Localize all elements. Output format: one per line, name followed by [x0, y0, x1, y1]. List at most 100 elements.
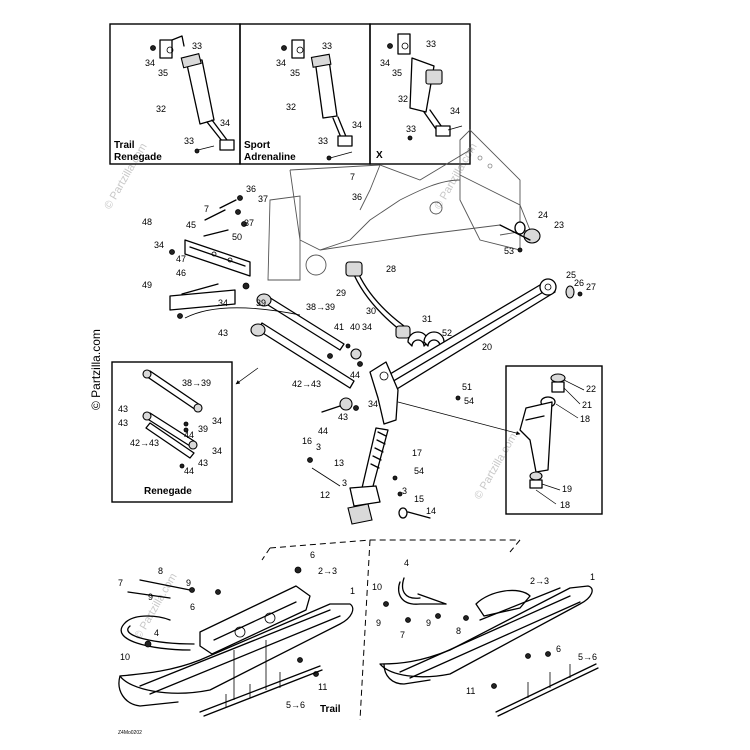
alt-ski-label-6: 2→3: [530, 576, 549, 586]
callout-36: 25: [566, 270, 576, 280]
renegade-label-39: 39: [198, 424, 208, 434]
callout-43: 54: [414, 466, 424, 476]
alt-ski: [379, 577, 599, 717]
trail-ski-label-7: 1: [350, 586, 355, 596]
drawing-code: Z4Mo0202: [118, 730, 142, 736]
renegade-label-38-39: 38→39: [182, 378, 211, 388]
inset2-label-32: 32: [286, 102, 296, 112]
callout-7: 45: [186, 220, 196, 230]
inset3-label-35: 35: [392, 68, 402, 78]
watermark-faint: © Partzilla.com © Partzilla.com © Partzi…: [102, 141, 519, 641]
callout-41: 13: [334, 458, 344, 468]
callout-42: 17: [412, 448, 422, 458]
renegade-label-34b: 34: [212, 446, 222, 456]
inset1-label-34b: 34: [220, 118, 230, 128]
inset1-label-35: 35: [158, 68, 168, 78]
callout-32: 43: [338, 412, 348, 422]
callout-1: 36: [352, 192, 362, 202]
trail-ski-label-11: 5→6: [286, 700, 305, 710]
detail-label-22: 22: [586, 384, 596, 394]
callout-4: 7: [204, 204, 209, 214]
trail-ski-label-2: 7: [118, 578, 123, 588]
callout-45: 3: [402, 486, 407, 496]
inset1-label-33b: 33: [184, 136, 194, 146]
callout-30: 34: [368, 399, 378, 409]
renegade-label-44a: 44: [184, 430, 194, 440]
inset2-caption-line2: Adrenaline: [244, 152, 296, 163]
alt-ski-label-2: 4: [404, 558, 409, 568]
inset1-label-33a: 33: [192, 41, 202, 51]
alt-ski-label-8: 6: [556, 644, 561, 654]
trail-ski-label-1: 9: [186, 578, 191, 588]
trail-ski-label-8: 10: [120, 652, 130, 662]
callout-13: 39: [256, 298, 266, 308]
alt-ski-label-9: 5→6: [578, 652, 597, 662]
callout-48: 3: [342, 478, 347, 488]
alt-ski-label-7: 1: [590, 572, 595, 582]
trail-ski-label-4: 6: [190, 602, 195, 612]
inset2-label-33a: 33: [322, 41, 332, 51]
renegade-link-box: 38→39 43 34 39 43 44 42→43 34 43 44 Rene…: [111, 361, 233, 503]
trail-ski-label-0: 8: [158, 566, 163, 576]
detail-label-18a: 18: [580, 414, 590, 424]
callout-21: 40: [350, 322, 360, 332]
trail-ski-label-3: 9: [148, 592, 153, 602]
upper-arm-assembly: [169, 195, 445, 413]
inset2-label-34b: 34: [352, 120, 362, 130]
callout-33: 24: [538, 210, 548, 220]
alt-ski-label-1: 9: [376, 618, 381, 628]
inset1-label-32: 32: [156, 104, 166, 114]
callout-6: 48: [142, 217, 152, 227]
inset2-label-33b: 33: [318, 136, 328, 146]
trail-ski-label-9: 4: [154, 628, 159, 638]
alt-ski-label-10: 11: [466, 686, 475, 696]
callout-35: 53: [504, 246, 514, 256]
callout-37: 26: [574, 278, 584, 288]
detail-label-21: 21: [582, 400, 592, 410]
chassis-frame: [267, 129, 531, 281]
inset1-label-34a: 34: [145, 58, 155, 68]
callout-11: 46: [176, 268, 186, 278]
callout-20: 41: [334, 322, 344, 332]
inset3-label-33a: 33: [426, 39, 436, 49]
callout-34: 23: [554, 220, 564, 230]
ski-leg-assembly: [307, 427, 431, 525]
trail-ski-caption: Trail: [320, 704, 341, 715]
trail-ski-label-10: 11: [318, 682, 327, 692]
callout-9: 50: [232, 232, 242, 242]
callout-31: 44: [318, 426, 328, 436]
inset2-caption-line1: Sport: [244, 140, 271, 151]
callout-22: 34: [362, 322, 372, 332]
callout-8: 34: [154, 240, 164, 250]
alt-ski-label-0: 10: [372, 582, 382, 592]
trail-ski-label-5: 6: [310, 550, 315, 560]
trailing-arm: [369, 221, 583, 425]
inset-x: 33 34 35 32 34 33 X: [369, 23, 471, 165]
detail-label-19: 19: [562, 484, 572, 494]
renegade-label-43a: 43: [118, 404, 128, 414]
detail-label-18b: 18: [560, 500, 570, 510]
callout-15: 28: [386, 264, 396, 274]
callout-47: 14: [426, 506, 436, 516]
inset3-label-33b: 33: [406, 124, 416, 134]
callout-17: 38→39: [306, 302, 335, 312]
callout-18: 30: [366, 306, 376, 316]
spindle-detail-box: 22 21 18 19 18: [505, 365, 603, 515]
inset-sport-adrenaline: 33 34 35 32 33 34 Sport Adrenaline: [239, 23, 371, 165]
side-watermark: © Partzilla.com: [89, 329, 103, 410]
callout-3: 37: [258, 194, 268, 204]
inset3-caption: X: [376, 150, 383, 161]
callout-24: 43: [218, 328, 228, 338]
inset1-caption-line2: Renegade: [114, 152, 162, 163]
inset1-caption-line1: Trail: [114, 140, 135, 151]
trail-ski: [118, 566, 354, 717]
callout-12: 49: [142, 280, 152, 290]
alt-ski-label-3: 7: [400, 630, 405, 640]
renegade-label-42-43: 42→43: [130, 438, 159, 448]
callout-38: 27: [586, 282, 596, 292]
inset-trail-renegade: 33 34 35 32 34 33 Trail Renegade: [109, 23, 241, 165]
callout-46: 15: [414, 494, 424, 504]
